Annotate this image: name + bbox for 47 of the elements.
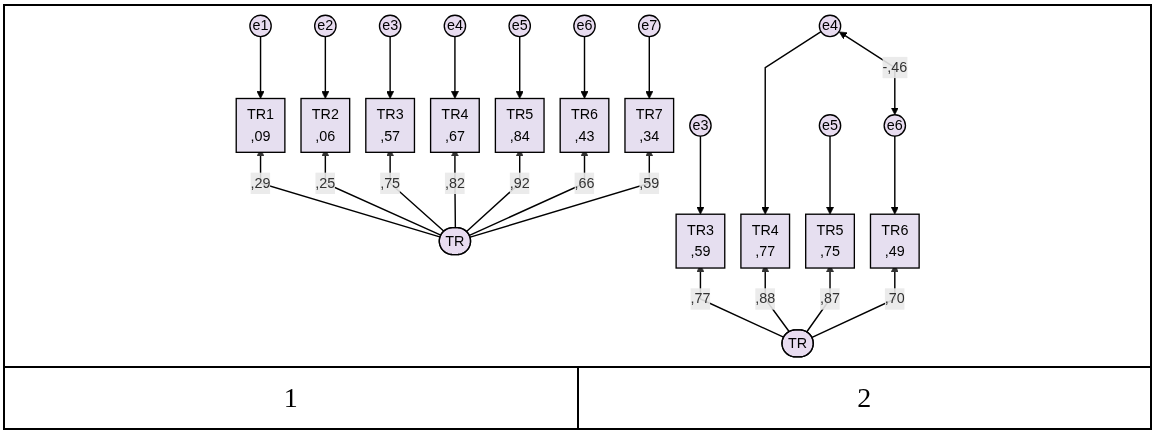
node-circle: e6 (883, 114, 906, 137)
node-box: TR3 ,57 (364, 97, 415, 153)
edge-label: ,70 (884, 290, 905, 307)
node-circle: e7 (637, 14, 661, 38)
edge-label: ,77 (690, 290, 711, 307)
node-box: TR2 ,06 (300, 97, 351, 153)
panel-number: 1 (283, 382, 298, 414)
arrow (515, 35, 524, 99)
panel-number: 2 (857, 382, 872, 414)
arrow (645, 35, 654, 99)
node-box: TR1 ,09 (235, 97, 286, 153)
node-circle: e3 (688, 114, 712, 137)
node-box: TR4 ,67 (429, 97, 480, 153)
node-circle: e2 (313, 14, 337, 38)
arrow (450, 35, 459, 99)
edge-label: ,75 (379, 175, 400, 191)
node-circle: e1 (249, 14, 272, 38)
node-circle: e5 (818, 114, 842, 137)
node-box: TR4 ,77 (740, 213, 791, 269)
node-circle: e6 (572, 14, 596, 38)
arrow (580, 35, 589, 99)
node-circle: e5 (508, 14, 531, 38)
node-box: TR6 ,43 (559, 97, 610, 153)
edge-label: -,46 (882, 59, 907, 75)
arrow (256, 35, 265, 99)
node-box: TR7 ,34 (624, 97, 675, 153)
edge-label: ,29 (250, 175, 271, 191)
edge-label: ,66 (574, 175, 595, 191)
node-circle: e3 (378, 14, 402, 38)
edge-label: ,82 (444, 175, 465, 191)
arrow (696, 135, 705, 215)
node-box: TR5 ,75 (804, 213, 855, 269)
arrow (890, 135, 899, 215)
edge-label: ,88 (755, 290, 776, 307)
edge-label: ,59 (639, 175, 660, 191)
node-circle: e4 (818, 14, 842, 38)
node-box: TR6 ,49 (869, 213, 920, 269)
arrow (761, 31, 822, 215)
arrow (321, 35, 330, 99)
arrow (386, 35, 394, 99)
arrow (825, 135, 834, 215)
edge-label: ,25 (315, 175, 336, 191)
node-box: TR3 ,59 (675, 213, 726, 269)
node-box: TR5 ,84 (494, 97, 545, 153)
edge-label: ,92 (509, 175, 530, 191)
edge-label: ,87 (819, 290, 840, 307)
node-circle: e4 (443, 14, 467, 38)
